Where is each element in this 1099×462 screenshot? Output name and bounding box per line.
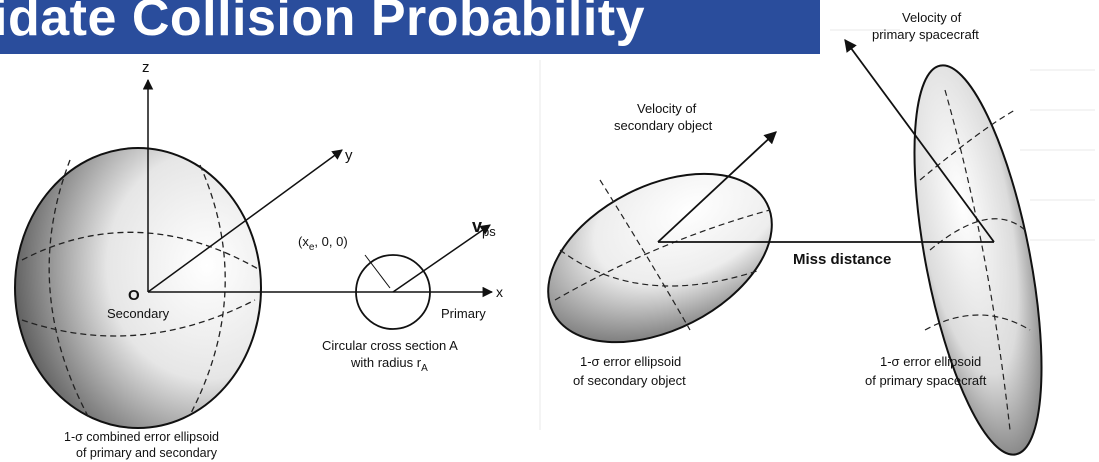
right-diagram: Velocity of primary spacecraft Velocity … [547,10,1043,456]
secondary-ellipsoid-dashed-lines [554,179,771,331]
y-axis-label: y [345,147,353,164]
ellipsoid-dashed-lines [21,159,261,421]
secondary-ellipsoid-caption-line2: of secondary object [573,373,686,388]
primary-velocity-label-line1: Velocity of [902,10,962,25]
point-leader [364,254,391,289]
z-axis-label: z [142,59,150,76]
relative-velocity-arrow [392,224,491,293]
background-texture [539,29,1095,430]
origin-label: O [128,287,140,304]
secondary-ellipsoid-caption-line1: 1-σ error ellipsoid [580,354,681,369]
velocity-label: vps [472,216,496,239]
x-axis-label: x [496,284,503,300]
miss-distance-label: Miss distance [793,251,891,268]
cross-section-line1: Circular cross section A [322,338,458,353]
point-label: (xe, 0, 0) [298,234,348,253]
cross-section-line2: with radius rA [350,355,428,374]
secondary-label: Secondary [107,306,170,321]
primary-error-ellipsoid [913,64,1043,456]
cross-section-circle [355,254,431,330]
combined-ellipsoid-caption-line1: 1-σ combined error ellipsoid [64,430,219,444]
secondary-velocity-label-line2: secondary object [614,118,713,133]
secondary-error-ellipsoid [547,172,773,344]
primary-ellipsoid-dashed-lines [919,89,1031,431]
combined-ellipsoid-caption-line2: of primary and secondary [76,446,218,460]
primary-velocity-arrow [844,38,995,243]
primary-ellipsoid-caption-line2: of primary spacecraft [865,373,987,388]
secondary-velocity-arrow [657,131,777,243]
left-diagram: z y x O Secondary Primary (xe, 0, 0) vps… [14,59,503,460]
secondary-velocity-label-line1: Velocity of [637,101,697,116]
page-title: idate Collision Probability [0,0,646,47]
primary-label: Primary [441,306,486,321]
primary-ellipsoid-caption-line1: 1-σ error ellipsoid [880,354,981,369]
title-banner: idate Collision Probability [0,0,820,54]
primary-velocity-label-line2: primary spacecraft [872,27,979,42]
y-axis [147,149,343,293]
combined-error-ellipsoid [14,147,262,429]
